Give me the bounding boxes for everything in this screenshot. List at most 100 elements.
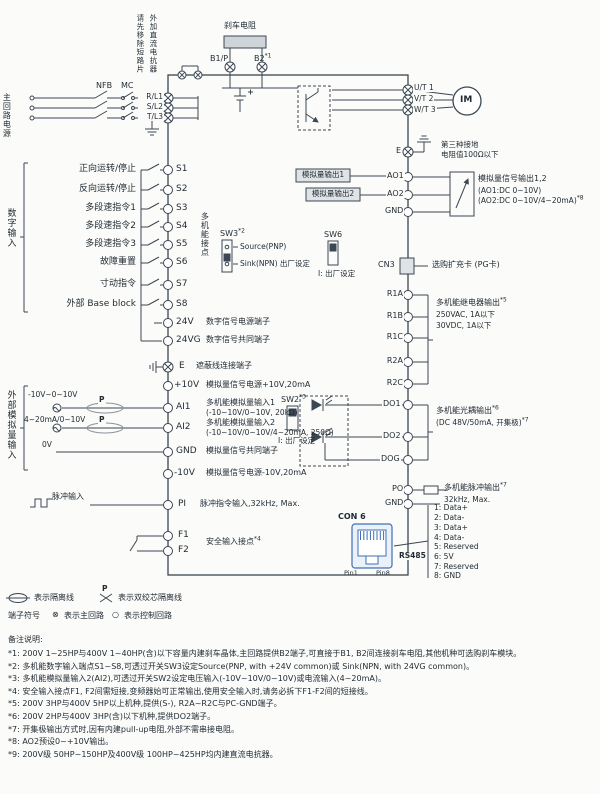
legend-control-circuit-symbol: ○ [112,610,119,619]
ground-symbol-left [145,118,159,136]
pulse-out-footnote-ref: *7 [500,481,507,489]
terminal-ai2-desc: 多机能模拟量输入2 [206,418,276,427]
note-6: *6: 200V 2HP与400V 3HP(含)以下机种,提供DO2端子。 [8,711,216,721]
mc-label: MC [121,81,134,90]
relay-footnote-ref: *5 [500,296,507,304]
analog-output-wiring [295,168,475,217]
dc-reactor-terminals [177,65,203,80]
analog-group-bracket [20,385,28,471]
terminal-s-label: S/L2 [138,103,164,111]
sw3-label: SW3*2 [220,227,245,238]
legend-control-circuit-text: 表示控制回路 [124,611,172,620]
pulse-out-desc: 多机能脉冲输出*7 [444,481,507,492]
terminal-24vg-desc: 数字信号共同端子 [206,335,270,344]
analog-group-label: 外部模拟量输入 [5,390,16,460]
con6-pin1-label: Pin1 [344,569,358,577]
terminal-r-label: R/L1 [138,93,164,101]
digital-group-label: 数字输入 [5,208,16,248]
legend-main-circuit-text: 表示主回路 [64,611,104,620]
terminal-b1-label: B1/P [210,54,229,63]
sw3-footnote-ref: *2 [238,227,245,235]
mains-supply-label: 主回路电源 [2,93,12,138]
nfb-label: NFB [96,81,113,90]
sw3-sink-label: Sink(NPN) 出厂设定 [240,259,310,268]
shield-terminal [149,361,174,373]
input-desc-s5: 多段速指令3 [85,239,136,249]
opto-desc: 多机能光耦输出*6 [436,404,499,415]
digital-group-bracket [20,162,28,313]
cn3-desc: 选购扩充卡 (PG卡) [432,260,500,269]
terminal-s7-label: S7 [176,279,188,289]
sw6-switch [327,240,339,266]
earth-right [402,135,431,158]
con6-pin-row-6: 6: 5V [434,552,454,561]
terminal-ai2-label: AI2 [176,422,191,432]
opto-output-wiring [299,395,433,467]
terminal-n10v-label: -10V [174,468,195,478]
terminal-s6-label: S6 [176,257,188,267]
dc-reactor-note-left: 请先移除短路片 [135,14,145,74]
note-5: *5: 200V 3HP与400V 5HP以上机种,提供(S-), R2A~R2… [8,699,282,709]
terminal-n10v-desc: 模拟量信号电源-10V,20mA [206,468,307,477]
terminal-aognd-label: GND [384,206,405,216]
opto-spec: (DC 48V/50mA, 开集极)*7 [436,416,529,427]
ao2-footnote-ref: *8 [576,194,584,202]
terminal-t-label: T/L3 [138,113,164,121]
analog-src3-label: 0V [42,440,52,449]
digital-input-wiring [20,162,173,346]
input-desc-s3: 多段速指令1 [85,203,136,213]
twisted-pair-marker-2: P [98,415,106,424]
analog-out-box1-label: 模拟量输出1 [301,170,345,179]
pulse-input-wiring [30,498,173,510]
note-3: *3: 多机能模拟量输入2(AI2),可透过开关SW2设定电压输入(-10V~1… [8,674,386,684]
input-desc-s4: 多段速指令2 [85,221,136,231]
con6-pin-row-4: 4: Data- [434,533,465,542]
pulse-input-label: 脉冲输入 [52,492,84,501]
opto-spec-footnote-ref: *7 [521,416,529,424]
input-desc-s8: 外部 Base block [66,299,136,309]
terminal-ai2-spec: (-10~10V/0~10V/4~20mA, 250Ω) [206,428,334,437]
terminal-po-label: PO [391,484,405,494]
pulse-output-wiring [403,485,448,509]
wires-layer [6,35,482,603]
earth-note-2: 电阻值100Ω以下 [441,150,499,159]
input-desc-s1: 正向运转/停止 [78,164,136,174]
terminal-e-desc: 遮蔽线连接端子 [196,361,252,370]
terminal-u-label: U/T 1 [413,83,435,92]
note-8: *8: AO2预设0~+10V输出。 [8,737,114,747]
sw2-footnote-ref: *3 [299,393,306,401]
note-9: *9: 200V级 50HP~150HP及400V级 100HP~425HP均内… [8,749,278,759]
contact-group-label: 多机能接点 [200,212,210,257]
analog-out-spec2: (AO2:DC 0~10V/4~20mA)*8 [478,194,584,205]
terminal-24v-label: 24V [176,317,194,327]
terminal-pi-desc: 脉冲指令输入,32kHz, Max. [200,499,300,508]
analog-out-spec1: (AO1:DC 0~10V) [478,186,542,195]
terminal-r1b-label: R1B [380,311,404,321]
note-7: *7: 开集极输出方式时,因有内建pull-up电阻,外部不需串接电阻。 [8,724,240,734]
terminal-pi-label: PI [178,499,187,509]
analog-out-desc: 模拟量信号输出1,2 [478,174,547,183]
note-1: *1: 200V 1~25HP与400V 1~40HP(含)以下容量内建刹车晶体… [8,649,522,658]
pulse-out-spec: 32kHz, Max. [444,495,491,504]
legend-symbols [6,593,113,603]
con6-connector [351,523,393,569]
terminal-b2-label: B2*1 [254,52,272,63]
terminal-r1c-label: R1C [380,332,404,342]
analog-input-wiring [20,381,299,479]
terminal-ai1-label: AI1 [176,402,191,412]
con6-pin-row-2: 2: Data- [434,513,465,522]
pullup-resistor [423,485,439,495]
terminal-24vg-label: 24VG [176,335,201,345]
analog-src2-label: 4~20mA/0~10V [24,415,86,424]
terminal-s4-label: S4 [176,221,188,231]
earth-note-1: 第三种接地 [441,140,479,149]
cn3-connector [399,257,415,275]
safety-input-wiring [129,531,173,556]
twisted-pair-marker-1: P [98,395,106,404]
relay-spec2: 30VDC, 1A以下 [436,321,492,330]
power-input-lines [29,90,163,136]
con6-pin-row-7: 7: Reserved [434,562,479,571]
terminal-ai1-spec: (-10~10V/0~10V, 20kΩ) [206,408,298,417]
